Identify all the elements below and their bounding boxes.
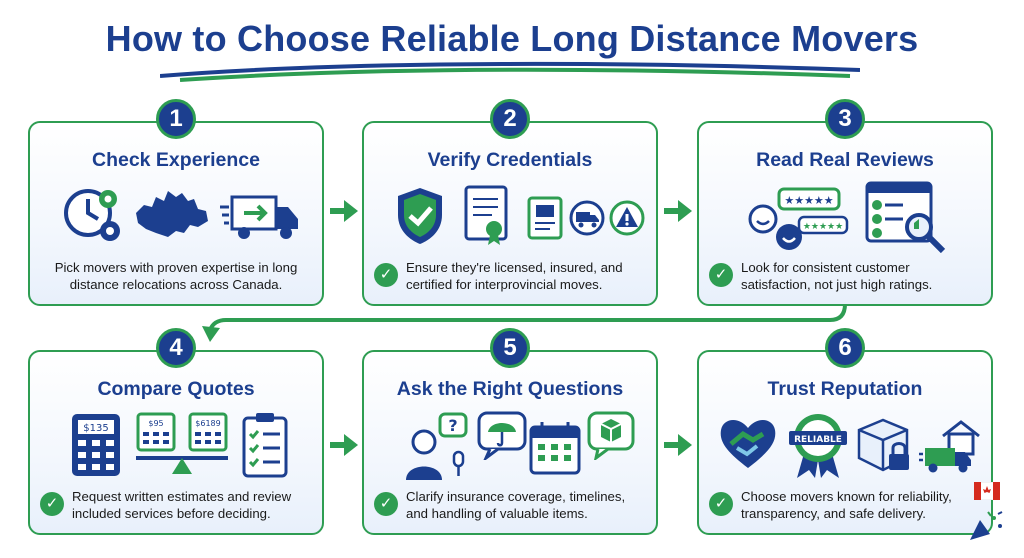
check-icon: ✓ <box>374 492 398 516</box>
arrow-1-to-2 <box>330 200 358 222</box>
balance-scale-icon: $95 $6189 <box>136 412 228 474</box>
step-card-5: 5 Ask the Right Questions ? <box>362 328 658 535</box>
step-card-4: 4 Compare Quotes $135 $95 $6189 ✓ Request… <box>28 328 324 535</box>
step-number: 1 <box>156 99 196 139</box>
person-question-icon: ? <box>406 412 468 480</box>
check-icon: ✓ <box>709 492 733 516</box>
step-number: 6 <box>825 328 865 368</box>
secure-box-icon <box>857 418 909 472</box>
step-title: Trust Reputation <box>767 378 923 400</box>
calculator-icon: $135 <box>72 414 120 476</box>
step-number: 4 <box>156 328 196 368</box>
umbrella-bubble-icon <box>477 411 527 460</box>
warning-badge-icon <box>609 200 645 236</box>
truck-badge-icon <box>569 200 605 236</box>
canada-map-icon <box>136 191 208 237</box>
license-document-icon <box>527 196 563 240</box>
svg-text:$6189: $6189 <box>195 419 220 428</box>
step-description: Pick movers with proven expertise in lon… <box>54 260 298 292</box>
clock-gear-icon <box>64 189 120 241</box>
step-description: Request written estimates and review inc… <box>72 489 292 521</box>
house-truck-icon <box>919 420 980 473</box>
step-card-2: 2 Verify Credentials <box>362 99 658 306</box>
package-bubble-icon <box>587 411 635 460</box>
step-title: Ask the Right Questions <box>396 378 624 400</box>
svg-text:★★★★★: ★★★★★ <box>784 194 833 207</box>
moving-truck-icon <box>220 195 298 239</box>
step-title: Compare Quotes <box>97 378 255 400</box>
shield-check-icon <box>398 188 442 244</box>
calendar-icon <box>529 422 581 475</box>
step-card-6: 6 Trust Reputation RELIABLE <box>697 328 993 535</box>
arrow-2-to-3 <box>664 200 692 222</box>
handshake-heart-icon <box>720 419 776 468</box>
reliable-badge-icon: RELIABLE <box>789 414 847 478</box>
svg-text:RELIABLE: RELIABLE <box>794 435 842 445</box>
step-title: Read Real Reviews <box>756 149 934 171</box>
checklist-icon <box>242 413 288 478</box>
step-description: Choose movers known for reliability, tra… <box>741 489 952 521</box>
arrow-4-to-5 <box>330 434 358 456</box>
confetti-icon <box>970 511 1003 540</box>
review-chat-icon: ★★★★★ ★★★★★ <box>748 187 849 250</box>
check-icon: ✓ <box>709 263 733 287</box>
step-number: 5 <box>490 328 530 368</box>
page-title: How to Choose Reliable Long Distance Mov… <box>105 18 919 59</box>
step-number: 3 <box>825 99 865 139</box>
step-title: Verify Credentials <box>427 149 593 171</box>
arrow-5-to-6 <box>664 434 692 456</box>
step-number: 2 <box>490 99 530 139</box>
svg-text:$135: $135 <box>83 423 108 434</box>
certificate-scroll-icon <box>464 185 508 245</box>
svg-text:★★★★★: ★★★★★ <box>803 222 843 232</box>
step-description: Ensure they're licensed, insured, and ce… <box>406 260 623 292</box>
review-browser-icon <box>865 181 946 253</box>
step-description: Look for consistent customer satisfactio… <box>741 260 933 292</box>
step-card-3: 3 Read Real Reviews ★★★★★ ★★★★★ ✓ Look fo… <box>697 99 993 306</box>
check-icon: ✓ <box>374 263 398 287</box>
step-card-1: 1 Check Experience Pick movers with prov… <box>28 99 324 306</box>
step-title: Check Experience <box>91 149 260 171</box>
check-icon: ✓ <box>40 492 64 516</box>
svg-text:$95: $95 <box>148 419 163 428</box>
arrow-3-to-4 <box>202 303 847 342</box>
svg-text:?: ? <box>448 416 457 435</box>
title-swoosh <box>160 61 860 82</box>
canada-flag-icon <box>974 482 1000 500</box>
step-description: Clarify insurance coverage, timelines, a… <box>406 489 626 521</box>
